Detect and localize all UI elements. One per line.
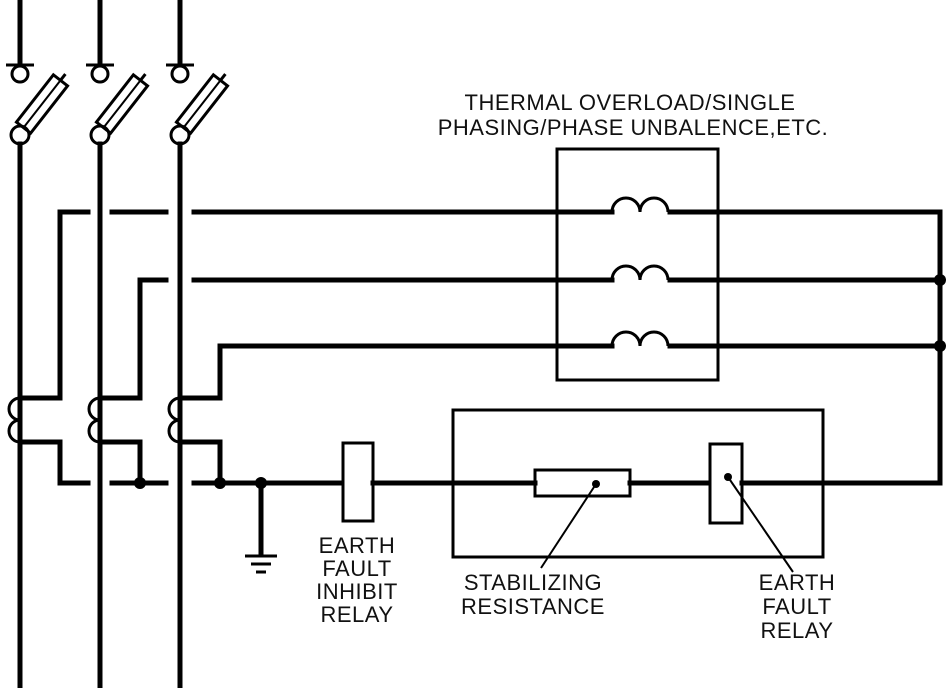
overload-coil-3 (610, 330, 670, 347)
junction-dot (934, 340, 946, 352)
terminal-circle-upper-3 (170, 64, 190, 84)
title-line-2: PHASING/PHASE UNBALENCE,ETC. (438, 115, 829, 140)
residual-circuit (109, 408, 943, 574)
fuse-2 (94, 72, 150, 136)
current-transformers (7, 395, 223, 486)
leader-line-relay (727, 476, 794, 573)
thermal-overload-box (555, 147, 720, 382)
ct-coil-1 (7, 395, 91, 486)
earth-fault-relay (708, 442, 744, 525)
junction-dot (134, 477, 146, 489)
stabilizing-label-1: STABILIZING (464, 570, 602, 595)
phase-conductors (6, 0, 194, 688)
overload-coil-2 (610, 264, 670, 281)
junction-dot (214, 477, 226, 489)
junction-dot (934, 274, 946, 286)
stabilizing-resistor (533, 468, 632, 498)
ct3-wire-upper (217, 343, 615, 401)
earth-fault-inhibit-relay (341, 441, 375, 523)
terminal-circle-upper-2 (90, 64, 110, 84)
earth-fault-relay-label-1: EARTH (759, 570, 836, 595)
stabilizing-label-2: RESISTANCE (461, 594, 605, 619)
earth-fault-relay-label-3: RELAY (760, 618, 833, 643)
inhibit-relay-label-4: RELAY (320, 602, 393, 627)
ct-secondary-wiring (57, 209, 946, 486)
labels: THERMAL OVERLOAD/SINGLE PHASING/PHASE UN… (316, 90, 835, 643)
inhibit-relay-label-3: INHIBIT (316, 579, 398, 604)
inhibit-relay-label-1: EARTH (319, 533, 396, 558)
fuse-1 (14, 72, 70, 136)
leader-line-resistance (540, 483, 597, 569)
ground-icon (245, 480, 277, 574)
earth-fault-relay-label-2: FAULT (762, 594, 831, 619)
ct1-wire-upper (57, 209, 91, 401)
inhibit-relay-label-2: FAULT (322, 556, 391, 581)
fuses (14, 72, 230, 136)
ct2-wire-upper (137, 277, 169, 401)
terminal-circle-upper-1 (10, 64, 30, 84)
ct-coil-3 (167, 395, 223, 486)
ct-coil-2 (87, 395, 143, 486)
thermal-overload-unit (555, 147, 720, 382)
fuse-3 (174, 72, 230, 136)
title-line-1: THERMAL OVERLOAD/SINGLE (465, 90, 796, 115)
overload-coil-1 (610, 196, 670, 213)
